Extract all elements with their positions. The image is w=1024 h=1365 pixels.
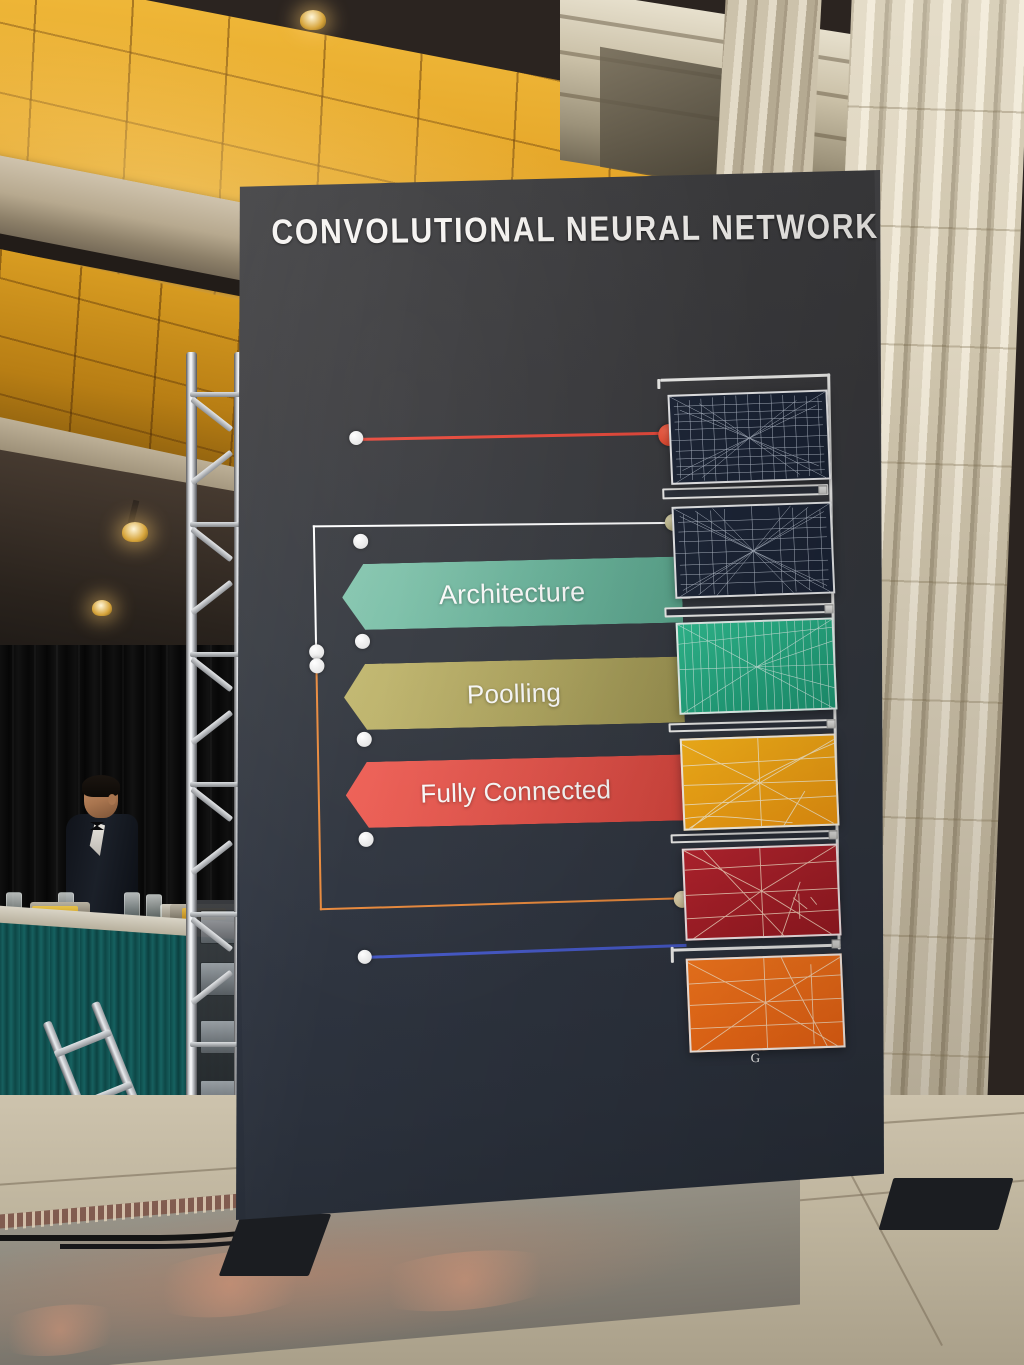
frame-node — [826, 719, 836, 729]
truss-crossbar — [190, 652, 242, 657]
wireframe-mesh-icon — [681, 738, 837, 829]
truss-crossbar — [190, 782, 242, 787]
cnn-banner: CONVOLUTIONAL NEURAL NETWORK — [236, 170, 884, 1220]
frame-node — [824, 604, 834, 614]
feature-map-panel-6[interactable] — [685, 953, 846, 1053]
stage-label-fully-connected: Fully Connected — [419, 773, 612, 809]
wireframe-mesh-icon — [673, 503, 834, 599]
spotlight-b — [92, 600, 112, 616]
connector-white-bracket-stem — [312, 525, 318, 652]
connector-red-start-dot — [349, 430, 364, 446]
frame-node — [831, 939, 841, 949]
spotlight-c — [300, 10, 326, 30]
floor-cable — [60, 1215, 290, 1249]
bow-tie — [90, 822, 104, 830]
panel-divider-bar-1 — [662, 483, 829, 500]
frame-rail-top — [660, 373, 831, 382]
truss-crossbar — [190, 912, 242, 917]
person-shirt — [89, 822, 105, 856]
arrow-marker-dot-4 — [358, 831, 374, 847]
page-title: CONVOLUTIONAL NEURAL NETWORK — [271, 206, 880, 252]
panel-divider-bar-3 — [668, 718, 835, 733]
stage-label-architecture: Architecture — [438, 576, 586, 610]
panel-divider-bar-4 — [670, 829, 837, 844]
feature-map-panel-3[interactable] — [675, 617, 838, 715]
frame-node — [828, 830, 838, 840]
connector-orange-bracket-stem — [315, 664, 322, 911]
frame-rail-bottom — [672, 943, 841, 952]
arrow-marker-dot-2 — [354, 633, 371, 649]
feature-map-panel-1[interactable] — [667, 389, 832, 485]
arrow-marker-dot-3 — [356, 731, 372, 747]
wireframe-mesh-icon — [677, 619, 836, 715]
wireframe-mesh-icon — [669, 391, 830, 485]
feature-map-panel-5[interactable] — [681, 843, 842, 941]
truss-crossbar — [190, 522, 242, 527]
ladder-step — [53, 1028, 112, 1058]
connector-white-bracket-top — [312, 521, 675, 528]
connector-blue-start-dot — [357, 949, 372, 964]
wireframe-mesh-icon — [687, 957, 843, 1053]
arrow-marker-dot-1 — [353, 533, 369, 549]
feature-map-panel-2[interactable] — [671, 501, 836, 599]
truss-crossbar — [190, 1042, 242, 1047]
frame-node — [818, 485, 828, 495]
stage-arrow-fully-connected[interactable]: Fully Connected — [345, 754, 687, 828]
connector-red-line — [358, 431, 671, 441]
banner-foot-right — [878, 1178, 1014, 1230]
stage-label-poolling: Poolling — [466, 676, 562, 710]
spotlight-a — [122, 522, 148, 542]
wireframe-mesh-icon — [683, 845, 839, 941]
person-ear — [108, 794, 116, 805]
feature-map-panel-4[interactable] — [679, 733, 840, 831]
truss-crossbar — [190, 392, 242, 397]
corner-mark-g: G — [750, 1050, 761, 1066]
stage-arrow-poolling[interactable]: Poolling — [343, 656, 685, 730]
connector-white-bracket-dot — [309, 644, 325, 660]
banner-artwork: CONVOLUTIONAL NEURAL NETWORK — [236, 170, 884, 1220]
connector-orange-bracket-arm — [319, 897, 684, 911]
person-hair — [82, 775, 120, 797]
connector-orange-bracket-dot — [309, 658, 325, 674]
stage-arrow-architecture[interactable]: Architecture — [341, 556, 683, 630]
frame-rail-top-left — [657, 379, 661, 390]
panel-divider-bar-2 — [664, 602, 835, 618]
frame-rail-bottom-left — [670, 946, 674, 963]
connector-blue-line — [366, 943, 687, 959]
